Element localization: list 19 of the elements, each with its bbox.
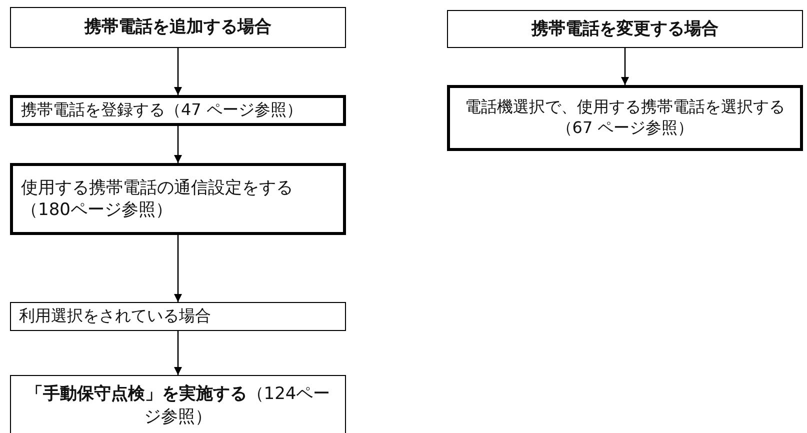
step-box [447, 85, 803, 151]
step-text: 携帯電話を登録する（47 ページ参照） [21, 100, 302, 121]
step-text: 携帯電話を追加する場合 [84, 16, 272, 39]
step-text: 電話機選択で、使用する携帯電話を選択する（67 ページ参照） [464, 97, 786, 139]
arrow [174, 48, 182, 95]
arrow [621, 48, 629, 85]
step-text: 利用選択をされている場合 [19, 306, 211, 327]
step-box [10, 375, 346, 433]
step-text: 使用する携帯電話の通信設定をする（180ページ参照） [21, 176, 294, 222]
step-box [10, 95, 346, 126]
step-box [10, 163, 346, 235]
arrow [174, 235, 182, 302]
step-box [10, 302, 346, 331]
arrow [174, 331, 182, 375]
heading-box [10, 7, 346, 48]
heading-box [447, 10, 803, 48]
step-text: 携帯電話を変更する場合 [532, 18, 718, 40]
step-text: 「手動保守点検」を実施する（124ページ参照） [24, 383, 332, 428]
arrow [174, 126, 182, 163]
